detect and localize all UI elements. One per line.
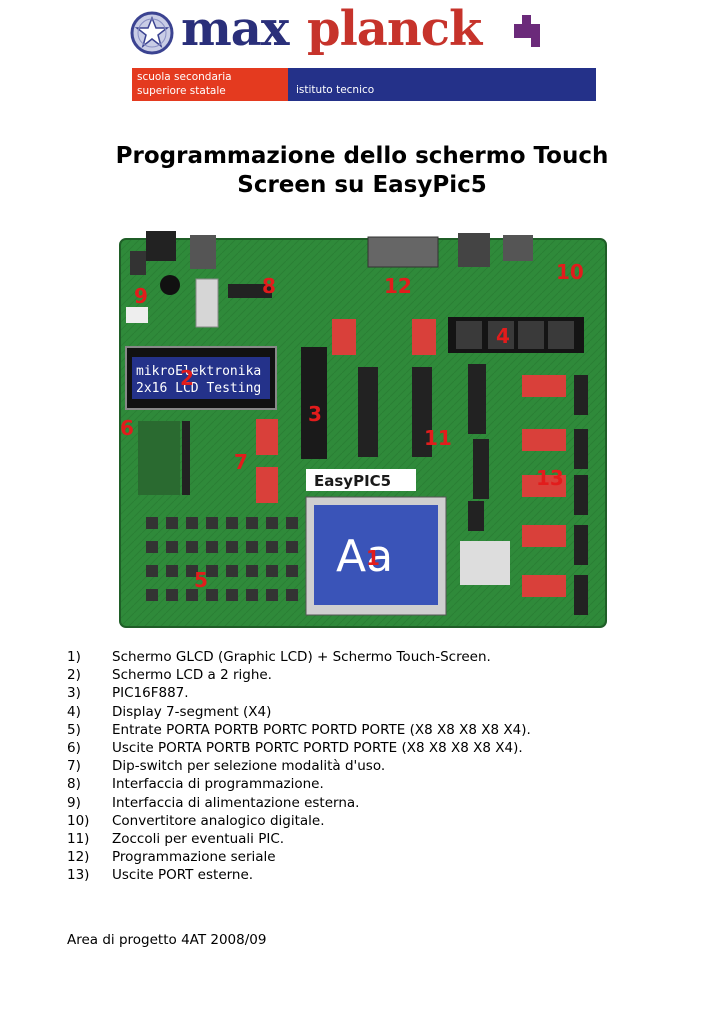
- callout-10: 10: [556, 260, 584, 284]
- brand-planck: planck: [307, 1, 482, 57]
- board-brand-label: EasyPIC5: [314, 472, 391, 490]
- brand-max: max: [181, 1, 290, 57]
- list-item: 8)Interfaccia di programmazione.: [67, 776, 324, 793]
- title-line2: Screen su EasyPic5: [237, 172, 487, 198]
- page-title: Programmazione dello schermo Touch Scree…: [0, 142, 724, 200]
- callout-5: 5: [194, 568, 208, 592]
- list-item: 2)Schermo LCD a 2 righe.: [67, 667, 272, 684]
- callout-9: 9: [134, 284, 148, 308]
- footer-text: Area di progetto 4AT 2008/09: [67, 932, 267, 948]
- list-item: 4)Display 7-segment (X4): [67, 703, 272, 720]
- callout-11: 11: [424, 426, 452, 450]
- bar-right: [288, 68, 596, 101]
- list-item: 11)Zoccoli per eventuali PIC.: [67, 830, 285, 847]
- bar-left-line1: scuola secondaria: [137, 71, 232, 83]
- list-item: 10)Convertitore analogico digitale.: [67, 812, 325, 829]
- list-item: 9)Interfaccia di alimentazione esterna.: [67, 794, 360, 811]
- callout-6: 6: [120, 416, 134, 440]
- callout-1: 1: [366, 546, 380, 570]
- bar-left: [132, 68, 288, 101]
- list-item: 1)Schermo GLCD (Graphic LCD) + Schermo T…: [67, 649, 491, 665]
- callout-2: 2: [180, 366, 194, 390]
- republic-emblem-icon: [130, 11, 174, 55]
- list-item: 7)Dip-switch per selezione modalità d'us…: [67, 758, 386, 775]
- list-item: 12)Programmazione seriale: [67, 849, 276, 866]
- easypic5-board-image: mikroElektronika 2x16 LCD Testing EasyPI…: [119, 231, 607, 628]
- title-line1: Programmazione dello schermo Touch: [115, 143, 609, 169]
- list-item: 3)PIC16F887.: [67, 685, 189, 702]
- lcd-line1: mikroElektronika: [136, 364, 261, 379]
- list-item: 5)Entrate PORTA PORTB PORTC PORTD PORTE …: [67, 721, 531, 738]
- callout-12: 12: [384, 274, 412, 298]
- brand-mark-icon: [514, 15, 540, 47]
- callout-8: 8: [262, 274, 276, 298]
- school-logo: max planck scuola secondaria superiore s…: [107, 1, 618, 102]
- features-list: 1)Schermo GLCD (Graphic LCD) + Schermo T…: [67, 648, 531, 884]
- callout-13: 13: [536, 466, 564, 490]
- list-item: 13)Uscite PORT esterne.: [67, 867, 254, 884]
- glcd-text: Aa: [336, 531, 393, 582]
- list-item: 6)Uscite PORTA PORTB PORTC PORTD PORTE (…: [67, 739, 523, 756]
- callout-3: 3: [308, 402, 322, 426]
- callout-7: 7: [234, 450, 248, 474]
- bar-left-line2: superiore statale: [137, 85, 226, 97]
- lcd-line2: 2x16 LCD Testing: [136, 381, 261, 396]
- bar-right-text: istituto tecnico: [296, 84, 375, 96]
- callout-4: 4: [496, 324, 510, 348]
